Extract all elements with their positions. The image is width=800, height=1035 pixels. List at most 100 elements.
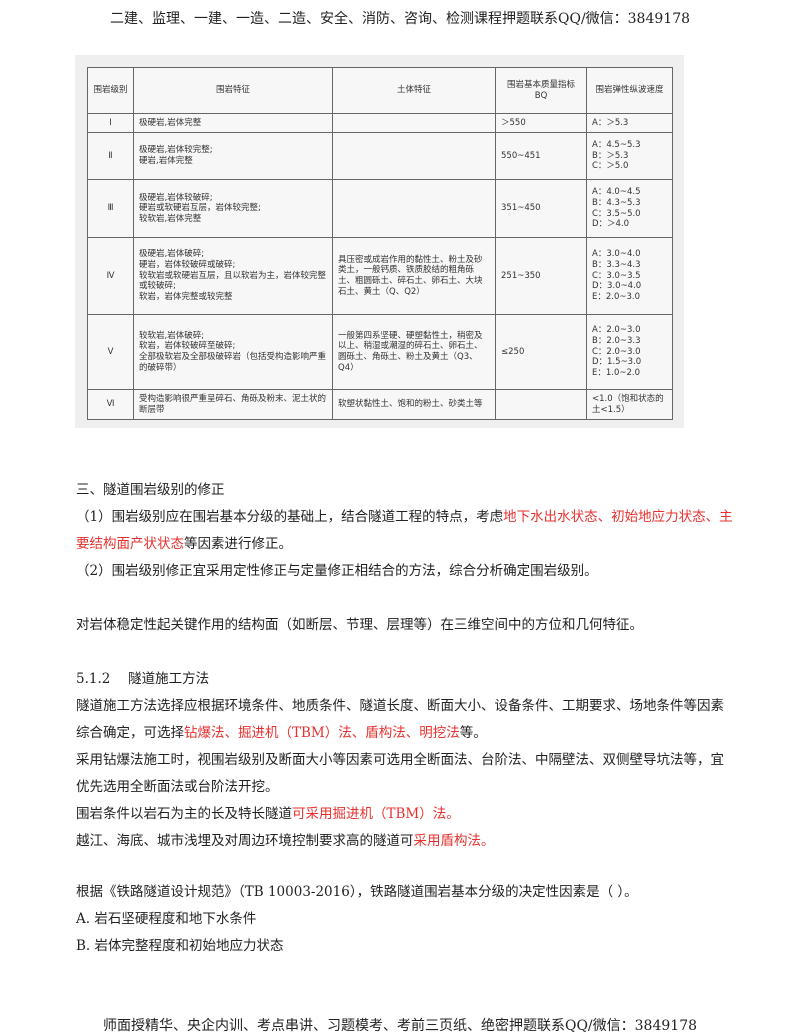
text: 围岩条件以岩石为主的长及特长隧道: [76, 806, 292, 822]
cell-soil-line: 软塑状黏性土、饱和的粉土、砂类土等: [338, 399, 483, 410]
cell-rock-line: 硬岩,岩体完整: [139, 156, 193, 166]
page-footer: 师面授精华、央企内训、考点串讲、习题模考、考前三页纸、绝密押题联系QQ/微信：3…: [102, 1018, 698, 1034]
cell-rock: 极硬岩,岩体较完整;硬岩,岩体完整: [133, 132, 333, 180]
cell-wave-line: D：1.5~3.0: [592, 357, 642, 368]
text: （1）围岩级别应在围岩基本分级的基础上，结合隧道工程的特点，考虑: [76, 509, 504, 525]
paragraph: 围岩条件以岩石为主的长及特长隧道可采用掘进机（TBM）法。: [76, 801, 756, 828]
table-row: Ⅰ 极硬岩,岩体完整 ＞550 A：＞5.3: [87, 113, 673, 133]
cell-wave-line: B：＞5.3: [592, 150, 629, 161]
cell-rock-line: 较软岩,岩体破碎;: [139, 330, 205, 341]
cell-rock-line: 极硬岩,岩体破碎;: [139, 249, 205, 260]
option-a: A. 岩石坚硬程度和地下水条件: [76, 911, 257, 927]
option-b: B. 岩体完整程度和初始地应力状态: [76, 938, 284, 954]
paragraph: （2）围岩级别修正宜采用定性修正与定量修正相结合的方法，综合分析确定围岩级别。: [76, 563, 598, 579]
cell-bq: ＞550: [495, 113, 587, 133]
cell-rock-line: 较软岩,岩体完整: [139, 213, 202, 224]
document-body: 三、隧道围岩级别的修正 （1）围岩级别应在围岩基本分级的基础上，结合隧道工程的特…: [76, 477, 756, 960]
col-header-rock: 围岩特征: [133, 67, 333, 114]
paragraph: 采用钻爆法施工时，视围岩级别及断面大小等因素可选用全断面法、台阶法、中隔壁法、双…: [76, 752, 724, 768]
highlight-text: 要结构面产状状态: [76, 536, 184, 552]
cell-wave-line: D：＞4.0: [592, 219, 630, 230]
cell-rock: 受构造影响很严重呈碎石、角砾及粉末、泥土状的断层带: [133, 389, 333, 420]
cell-bq: 251~350: [495, 237, 587, 315]
highlight-text: 钻爆法、掘进机（TBM）法、盾构法、明挖法: [184, 725, 460, 741]
cell-rock-line: 较软岩或软硬岩互层，且以软岩为主，岩体较完整或较破碎;: [139, 270, 327, 292]
cell-bq: 550~451: [495, 132, 587, 180]
cell-rock: 较软岩,岩体破碎;软岩，岩体较破碎至破碎;全部极软岩及全部极破碎岩（包括受构造影…: [133, 314, 333, 390]
cell-wave-line: C：2.0~3.0: [592, 346, 641, 357]
paragraph: 对岩体稳定性起关键作用的结构面（如断层、节理、层理等）在三维空间中的方位和几何特…: [76, 617, 643, 633]
cell-wave-line: C：3.5~5.0: [592, 208, 641, 219]
text: 越江、海底、城市浅埋及对周边环境控制要求高的隧道可: [76, 833, 414, 849]
paragraph: 优先选用全断面法或台阶法开挖。: [76, 779, 279, 795]
text: 等因素进行修正。: [184, 536, 292, 552]
cell-wave-line: E：2.0~3.0: [592, 291, 641, 302]
cell-wave-line: C：3.0~3.5: [592, 270, 641, 281]
highlight-text: 地下水出水状态、初始地应力状态、主: [503, 509, 733, 525]
cell-grade: Ⅲ: [87, 179, 134, 238]
section-title: 三、隧道围岩级别的修正: [76, 482, 225, 498]
cell-soil-line: 具压密或成岩作用的黏性土、粉土及砂类土，一般钙质、铁质胶结的粗角砾土、粗圆砾土、…: [338, 254, 483, 297]
text: 等。: [459, 725, 487, 741]
cell-wave-line: B：4.3~5.3: [592, 197, 641, 208]
cell-grade: Ⅱ: [87, 132, 134, 180]
cell-wave-line: <1.0（饱和状态的土<1.5）: [592, 393, 664, 415]
cell-rock-line: 硬岩，岩体较破碎或破碎;: [139, 260, 236, 271]
question: 根据《铁路隧道设计规范》（TB 10003-2016），铁路隧道围岩基本分级的决…: [76, 884, 638, 900]
cell-wave-line: A：4.0~4.5: [592, 187, 641, 198]
paragraph: 越江、海底、城市浅埋及对周边环境控制要求高的隧道可采用盾构法。: [76, 828, 756, 855]
page-header: 二建、监理、一建、一造、二造、安全、消防、咨询、检测课程押题联系QQ/微信：38…: [109, 11, 691, 27]
cell-rock-line: 硬岩或软硬岩互层，岩体较完整;: [139, 203, 261, 214]
paragraph: 综合确定，可选择钻爆法、掘进机（TBM）法、盾构法、明挖法等。: [76, 720, 756, 747]
cell-wave: A：＞5.3: [586, 113, 673, 133]
cell-rock-line: 极硬岩,岩体较破碎;: [139, 192, 213, 203]
cell-soil-line: 一般第四系坚硬、硬塑黏性土，稍密及以上、稍湿或潮湿的碎石土、卵石土、圆砾土、角砾…: [338, 330, 483, 373]
section-title: 5.1.2 隧道施工方法: [76, 671, 210, 687]
cell-rock-line: 全部极软岩及全部极破碎岩（包括受构造影响严重的破碎带）: [139, 352, 327, 373]
cell-wave-line: B：2.0~3.3: [592, 336, 641, 347]
cell-wave-line: E：1.0~2.0: [592, 367, 641, 378]
cell-wave-line: A：3.0~4.0: [592, 249, 641, 260]
cell-grade: Ⅴ: [87, 314, 134, 390]
cell-soil: [332, 132, 496, 180]
paragraph: 隧道施工方法选择应根据环境条件、地质条件、隧道长度、断面大小、设备条件、工期要求…: [76, 698, 724, 714]
cell-wave-line: B：3.3~4.3: [592, 260, 641, 271]
cell-wave-line: C：＞5.0: [592, 161, 629, 172]
cell-bq: [495, 389, 587, 420]
cell-wave: <1.0（饱和状态的土<1.5）: [586, 389, 673, 420]
cell-rock-line: 软岩，岩体较破碎至破碎;: [139, 341, 236, 352]
cell-rock-line: 受构造影响很严重呈碎石、角砾及粉末、泥土状的断层带: [139, 393, 327, 415]
cell-wave-line: A：＞5.3: [592, 117, 629, 128]
cell-grade: Ⅵ: [87, 389, 134, 420]
cell-wave-line: A：4.5~5.3: [592, 140, 641, 151]
col-header-wave: 围岩弹性纵波速度: [586, 67, 673, 114]
cell-rock-line: 极硬岩,岩体完整: [139, 117, 202, 128]
cell-rock-line: 极硬岩,岩体较完整;: [139, 145, 213, 156]
cell-rock: 极硬岩,岩体较破碎;硬岩或软硬岩互层，岩体较完整;较软岩,岩体完整: [133, 179, 333, 238]
cell-wave-line: A：2.0~3.0: [592, 325, 641, 336]
cell-bq: ≤250: [495, 314, 587, 390]
paragraph: （1）围岩级别应在围岩基本分级的基础上，结合隧道工程的特点，考虑地下水出水状态、…: [76, 504, 756, 558]
text: 综合确定，可选择: [76, 725, 184, 741]
cell-soil: [332, 113, 496, 133]
cell-soil: [332, 179, 496, 238]
cell-grade: Ⅳ: [87, 237, 134, 315]
cell-soil: 具压密或成岩作用的黏性土、粉土及砂类土，一般钙质、铁质胶结的粗角砾土、粗圆砾土、…: [332, 237, 496, 315]
cell-bq: 351~450: [495, 179, 587, 238]
cell-grade: Ⅰ: [87, 113, 134, 133]
col-header-grade: 围岩级别: [87, 67, 134, 114]
col-header-soil: 土体特征: [332, 67, 496, 114]
cell-rock: 极硬岩,岩体破碎;硬岩，岩体较破碎或破碎;较软岩或软硬岩互层，且以软岩为主，岩体…: [133, 237, 333, 315]
col-header-bq: 围岩基本质量指标BQ: [495, 67, 587, 114]
